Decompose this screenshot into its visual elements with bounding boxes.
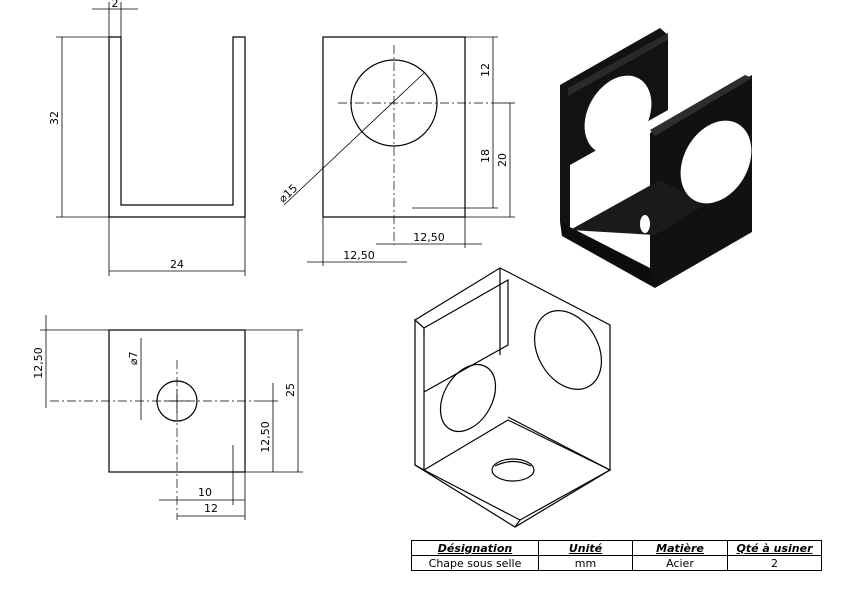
- line-isometric-view: [414, 267, 612, 528]
- front-view: 2 32 24: [48, 0, 246, 276]
- bom-cell-unit: mm: [538, 555, 633, 571]
- bom-header-qty: Qté à usiner: [727, 540, 822, 556]
- dim-bottom-hole: ⌀7: [127, 351, 140, 365]
- bom-header-row: Désignation Unité Matière Qté à usiner: [411, 540, 822, 556]
- dim-bottom-10: 10: [198, 486, 212, 499]
- dim-right-mid: 18: [479, 149, 492, 163]
- dim-right-total: 20: [496, 153, 509, 167]
- shaded-isometric-view: [560, 28, 752, 288]
- bom-cell-qty: 2: [727, 555, 822, 571]
- bom-header-material: Matière: [632, 540, 728, 556]
- bom-header-unit: Unité: [538, 540, 633, 556]
- dim-front-height: 32: [48, 111, 61, 125]
- bom-cell-material: Acier: [632, 555, 728, 571]
- bottom-view: ⌀7 12,50 25 12,50 10 12: [32, 315, 303, 520]
- dim-bottom-right-tall: 25: [284, 383, 297, 397]
- side-view: ⌀15 12 18 20 12,50 12,50: [276, 36, 515, 266]
- dim-bottom-left: 12,50: [32, 347, 45, 379]
- dim-bottom-right-short: 12,50: [259, 421, 272, 453]
- bom-header-designation: Désignation: [411, 540, 539, 556]
- dim-front-width: 24: [170, 258, 184, 271]
- bom-row: Chape sous selle mm Acier 2: [411, 555, 822, 571]
- dim-hole-x-left: 12,50: [343, 249, 375, 262]
- dim-bottom-12: 12: [204, 502, 218, 515]
- dim-right-top: 12: [479, 63, 492, 77]
- dim-hole-diam: ⌀15: [276, 182, 300, 206]
- bill-of-materials: Désignation Unité Matière Qté à usiner C…: [411, 540, 822, 571]
- dim-hole-x-right: 12,50: [413, 231, 445, 244]
- dim-front-top: 2: [112, 0, 119, 10]
- bom-cell-designation: Chape sous selle: [411, 555, 539, 571]
